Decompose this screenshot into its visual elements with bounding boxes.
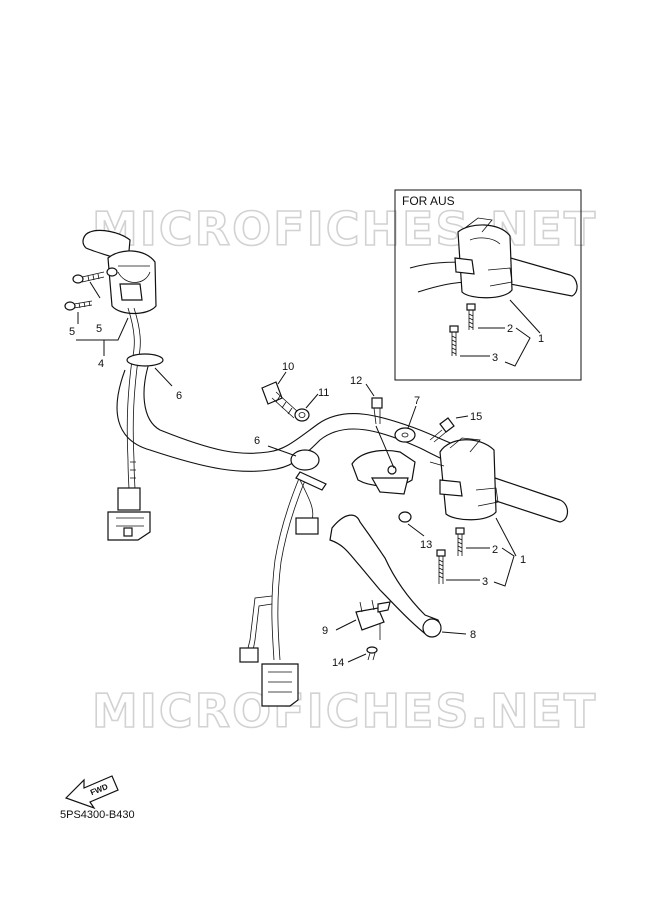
bolt-15 (429, 417, 455, 443)
callout-8: 8 (470, 629, 476, 641)
callout-9: 9 (322, 625, 328, 637)
callout-6-left: 6 (176, 390, 182, 402)
callout-7: 7 (414, 395, 420, 407)
inset-screw-2 (466, 303, 476, 330)
callout-10: 10 (282, 361, 294, 373)
callout-5-upper: 5 (96, 323, 102, 335)
right-switch-assembly (429, 437, 569, 523)
callout-1: 1 (520, 554, 526, 566)
callout-14: 14 (332, 657, 344, 669)
clutch-lever-holder (351, 449, 416, 495)
left-screw-lower (64, 300, 93, 311)
cable-adjuster (261, 381, 299, 419)
center-wire-clamp (290, 449, 320, 471)
callout-4: 4 (98, 358, 104, 370)
left-wire-harness (107, 307, 151, 541)
callout-3: 3 (482, 576, 488, 588)
callout-12: 12 (350, 375, 362, 387)
inset-callout-2: 2 (507, 323, 513, 335)
callout-15: 15 (470, 411, 482, 423)
inset-callout-3: 3 (492, 352, 498, 364)
inset-title: FOR AUS (402, 194, 455, 208)
lever-clamp (394, 427, 416, 443)
watermark-bottom: MICROFICHES.NET (92, 684, 597, 738)
callout-2: 2 (492, 544, 498, 556)
locknut (294, 408, 310, 422)
inset-screw-3 (449, 325, 459, 356)
watermark-top: MICROFICHES.NET (92, 202, 597, 256)
left-wire-clamp (126, 353, 164, 367)
center-wire-harness (239, 475, 319, 707)
screw-14 (366, 646, 378, 661)
callout-5-lower: 5 (69, 326, 75, 338)
left-switch-assembly (82, 229, 157, 315)
fwd-arrow: FWD (64, 775, 119, 810)
callout-6-center: 6 (254, 435, 260, 447)
right-screw-3 (436, 549, 446, 584)
left-screw-upper (72, 271, 105, 284)
handlebar (116, 359, 471, 472)
callout-13: 13 (420, 539, 432, 551)
nut-13 (398, 511, 412, 523)
diagram-code: 5PS4300-B430 (60, 809, 135, 821)
clutch-switch (355, 599, 391, 640)
callout-11: 11 (318, 387, 329, 399)
pivot-bolt (371, 397, 383, 425)
inset-callout-1: 1 (538, 333, 544, 345)
right-screw-2 (455, 527, 465, 556)
inset-for-aus: FOR AUS 2 1 3 (394, 189, 582, 381)
clutch-lever (329, 514, 442, 638)
